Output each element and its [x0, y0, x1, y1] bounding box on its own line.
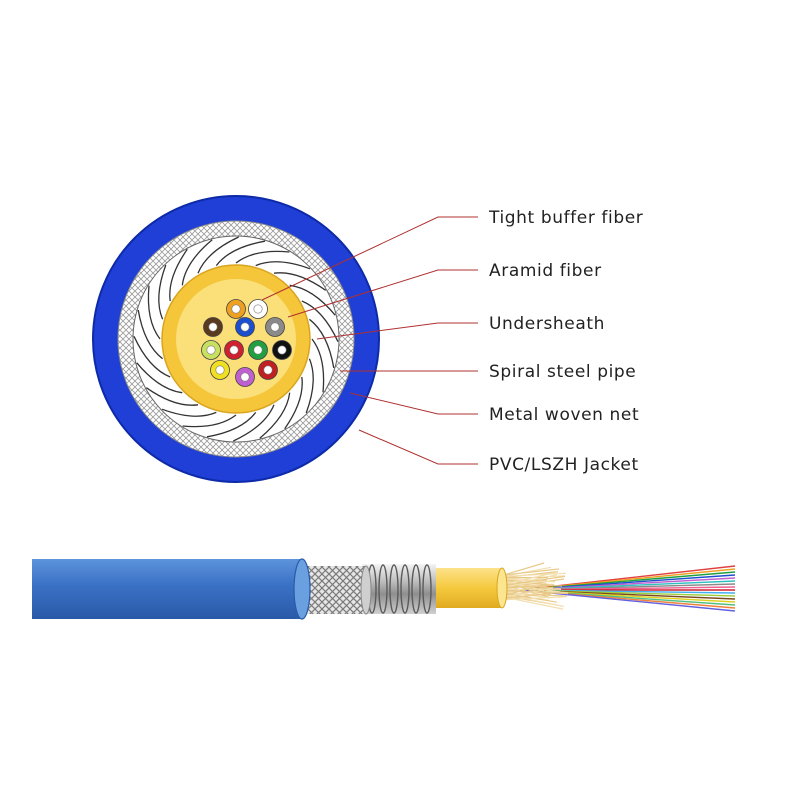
aramid-strand: [503, 587, 554, 598]
spiral-line: [161, 408, 217, 417]
aramid-strand: [503, 596, 568, 601]
spiral-line: [197, 236, 239, 274]
label-pvc-lszh-jacket: PVC/LSZH Jacket: [489, 455, 639, 475]
fiber-core: [253, 304, 263, 314]
aramid-strand: [503, 572, 567, 577]
aramid-strand: [503, 584, 555, 589]
fiber-core: [253, 345, 263, 355]
side-blue-jacket: [32, 559, 302, 619]
fiber-core: [263, 365, 273, 375]
aramid-strand: [503, 580, 548, 588]
steel-ring: [400, 564, 410, 614]
cable-cross-section: [92, 195, 380, 483]
leader-lines: [261, 216, 478, 465]
aramid-strand: [503, 575, 566, 586]
leader-tight-buffer: [261, 216, 478, 301]
aramid-strand: [503, 578, 556, 583]
cable-side-view: [32, 558, 736, 620]
fiber-core: [215, 365, 225, 375]
spiral-line: [233, 404, 275, 442]
label-metal-woven-net: Metal woven net: [489, 405, 639, 425]
label-undersheath: Undersheath: [489, 314, 605, 334]
steel-ring: [422, 564, 432, 614]
leader-jacket: [358, 429, 478, 465]
spiral-line: [289, 284, 336, 316]
fiber-core: [229, 345, 239, 355]
aramid-strand: [503, 592, 558, 603]
fiber-core: [206, 345, 216, 355]
fiber-core: [240, 372, 250, 382]
aramid-strand: [503, 591, 561, 599]
steel-ring: [378, 564, 388, 614]
side-metal-net-end: [360, 565, 372, 615]
side-blue-jacket-end: [293, 558, 311, 620]
spiral-steel-lines: [133, 236, 339, 442]
aramid-strand: [503, 583, 547, 597]
steel-ring: [411, 564, 421, 614]
fiber-core: [231, 304, 241, 314]
leader-aramid: [287, 269, 478, 318]
spiral-line: [181, 239, 213, 286]
fiber-core: [270, 322, 280, 332]
leader-metal-net: [349, 392, 478, 415]
aramid-strand: [503, 568, 560, 576]
spiral-line: [158, 264, 167, 320]
spiral-line: [145, 387, 199, 406]
spiral-line: [206, 412, 257, 438]
aramid-strand: [503, 571, 559, 585]
tight-buffer-fibers: [201, 299, 292, 387]
spiral-line: [133, 336, 171, 378]
spiral-line: [311, 338, 325, 393]
fiber-core: [240, 322, 250, 332]
spiral-line: [305, 358, 314, 414]
labels: Tight buffer fiber Aramid fiber Undershe…: [488, 208, 643, 475]
spiral-line: [235, 250, 290, 264]
spiral-line: [215, 240, 266, 266]
spiral-line: [273, 272, 327, 291]
spiral-line: [137, 309, 163, 360]
spiral-line: [255, 261, 311, 270]
side-undersheath: [432, 568, 502, 608]
aramid-strand: [503, 591, 551, 599]
aramid-strand: [503, 593, 565, 608]
spiral-line: [136, 362, 183, 394]
spiral-line: [284, 376, 303, 430]
spiral-line: [259, 392, 291, 439]
spiral-line: [147, 285, 161, 340]
spiral-line: [169, 248, 188, 302]
aramid-yarn: [503, 562, 569, 610]
side-undersheath-end: [496, 567, 508, 609]
aramid-strand: [503, 566, 552, 577]
aramid-strand: [503, 562, 545, 576]
leader-undersheath: [316, 322, 478, 340]
steel-ring: [389, 564, 399, 614]
label-tight-buffer-fiber: Tight buffer fiber: [488, 208, 643, 228]
label-spiral-steel-pipe: Spiral steel pipe: [489, 362, 636, 382]
fiber-core: [208, 322, 218, 332]
label-aramid-fiber: Aramid fiber: [489, 261, 602, 281]
fiber-core: [277, 345, 287, 355]
spiral-line: [182, 414, 237, 428]
side-steel-rings: [367, 564, 432, 614]
